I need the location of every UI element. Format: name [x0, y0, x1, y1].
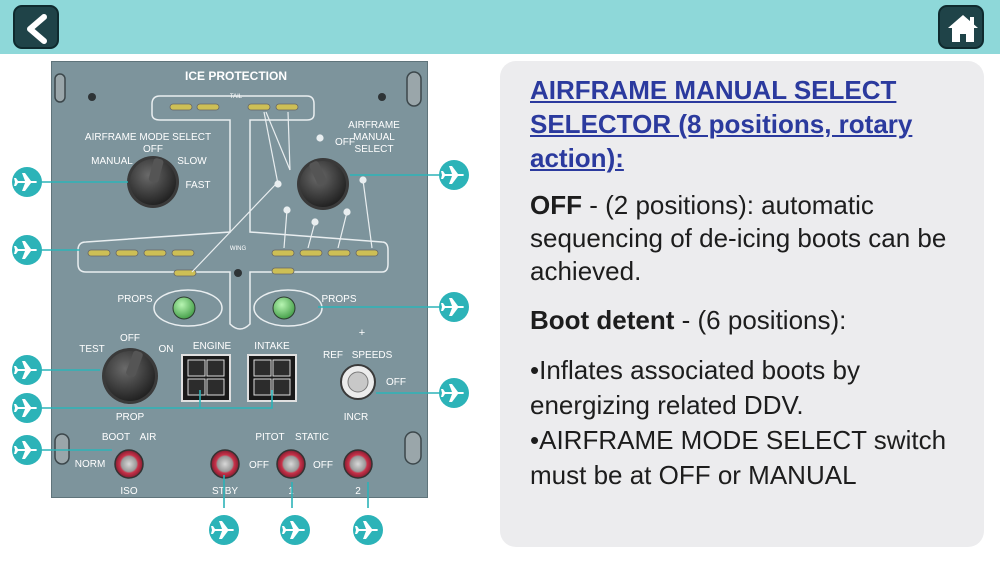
callout-wing-boots-button[interactable] [12, 235, 42, 265]
mode-slow-label: SLOW [177, 156, 207, 167]
ref-speeds-off-label: OFF [386, 377, 406, 388]
callout-props-button[interactable] [439, 292, 469, 322]
tail-boot-lights [169, 103, 299, 111]
tail-label: TAIL [230, 94, 243, 100]
mode-off-label: OFF [143, 144, 163, 155]
pitot-2-label: 2 [355, 486, 361, 497]
info-card: AIRFRAME MANUAL SELECT SELECTOR (8 posit… [500, 61, 984, 547]
off-description: OFF - (2 positions): automatic sequencin… [530, 189, 970, 288]
callout-pitot-static-1-button[interactable] [280, 515, 310, 545]
back-button[interactable] [13, 5, 59, 49]
aircraft-silhouette [77, 95, 389, 330]
speeds-label: SPEEDS [352, 350, 393, 361]
norm-label: NORM [75, 459, 106, 470]
airframe-mode-select-title: AIRFRAME MODE SELECT [85, 132, 211, 143]
pitot-static-2-switch[interactable] [343, 449, 373, 479]
boot-air-switch[interactable] [114, 449, 144, 479]
prop-off-label: OFF [120, 333, 140, 344]
props-right-light [272, 296, 296, 320]
prop-label: PROP [116, 412, 145, 423]
chevron-left-icon [27, 14, 47, 44]
prop-knob[interactable] [102, 348, 158, 404]
boot-label: BOOT [102, 432, 130, 443]
manual-select-line1: AIRFRAME [348, 120, 400, 131]
engine-label: ENGINE [193, 341, 232, 352]
bullet-item: •Inflates associated boots by energizing… [530, 355, 860, 420]
mode-manual-label: MANUAL [91, 156, 133, 167]
manual-select-line2: MANUAL [353, 132, 395, 143]
callout-stby-button[interactable] [209, 515, 239, 545]
prop-test-label: TEST [79, 344, 105, 355]
pitot-static-1-switch[interactable] [276, 449, 306, 479]
wing-label: WING [230, 246, 247, 252]
props-left-label: PROPS [117, 294, 152, 305]
iso-label: ISO [120, 486, 137, 497]
manual-select-off-label: OFF [335, 137, 355, 148]
selector-position-lines [191, 111, 373, 273]
ice-protection-panel: ICE PROTECTION TAIL WING AIRFRAME MODE S… [51, 61, 428, 498]
ref-speeds-incr-label: INCR [344, 412, 368, 423]
boot-description: Boot detent - (6 positions): [530, 304, 970, 337]
boot-label-text: Boot detent [530, 305, 675, 335]
panel-title: ICE PROTECTION [185, 69, 287, 83]
airframe-manual-select-knob[interactable] [297, 158, 349, 210]
callout-prop-knob-button[interactable] [12, 355, 42, 385]
airframe-mode-select-knob[interactable] [127, 156, 179, 208]
air-label: AIR [140, 432, 157, 443]
props-left-light [172, 296, 196, 320]
off-label: OFF [530, 190, 582, 220]
intake-label: INTAKE [254, 341, 290, 352]
callout-airframe-manual-select-button[interactable] [439, 160, 469, 190]
static-label: STATIC [295, 432, 329, 443]
stby-switch[interactable] [210, 449, 240, 479]
callout-engine-intake-button[interactable] [12, 393, 42, 423]
home-icon [948, 15, 978, 42]
pitot-label: PITOT [255, 432, 284, 443]
pitot-2-off-label: OFF [313, 460, 333, 471]
props-right-label: PROPS [321, 294, 356, 305]
top-bar [0, 0, 1000, 54]
callout-airframe-mode-select-button[interactable] [12, 167, 42, 197]
callout-pitot-static-2-button[interactable] [353, 515, 383, 545]
info-title[interactable]: AIRFRAME MANUAL SELECT SELECTOR (8 posit… [530, 75, 913, 173]
home-button[interactable] [938, 5, 984, 49]
prop-on-label: ON [159, 344, 174, 355]
panel-side-rails [54, 71, 422, 465]
callout-ref-speeds-button[interactable] [439, 378, 469, 408]
manual-select-line3: SELECT [355, 144, 394, 155]
panel-screws [88, 93, 386, 277]
ref-speeds-switch[interactable] [340, 364, 376, 400]
stby-label: STBY [212, 486, 238, 497]
callout-lines [40, 174, 440, 508]
callout-boot-air-button[interactable] [12, 435, 42, 465]
off-text: - (2 positions): automatic sequencing of… [530, 190, 947, 286]
pitot-1-off-label: OFF [249, 460, 269, 471]
ref-label: REF [323, 350, 343, 361]
wing-boot-lights [87, 249, 379, 277]
bullet-item: •AIRFRAME MODE SELECT switch must be at … [530, 425, 947, 490]
mode-fast-label: FAST [185, 180, 210, 191]
ref-speeds-plus: + [359, 327, 365, 339]
engine-pushbutton[interactable] [181, 354, 231, 402]
boot-text: - (6 positions): [674, 305, 847, 335]
